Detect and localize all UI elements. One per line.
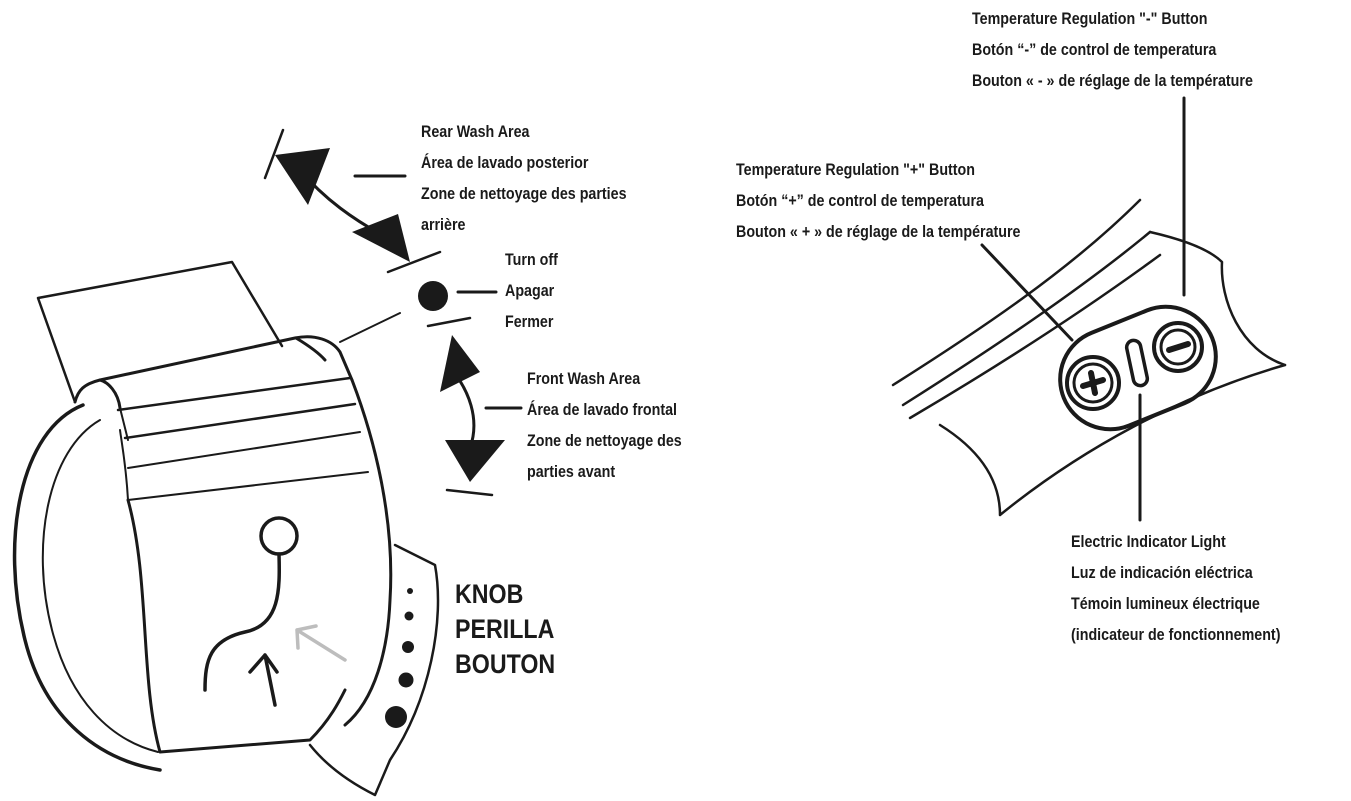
indicator-light-icon (1124, 338, 1150, 388)
back-strip (36, 260, 284, 404)
faded-direction-arrow-icon (295, 624, 347, 662)
front-wash-label: Front Wash Area Área de lavado frontal Z… (527, 369, 682, 481)
direction-arrow-icon (248, 653, 279, 707)
indicator-label: Electric Indicator Light Luz de indicaci… (1071, 532, 1281, 644)
dial-dot (385, 706, 407, 728)
rear-arrow-icon (275, 148, 330, 205)
temp-minus-label: Temperature Regulation "-" Button Botón … (972, 9, 1253, 90)
panel-top-edge (901, 230, 1152, 407)
knob-band-mid (127, 431, 369, 501)
knob-right-edge (343, 378, 393, 727)
rear-wash-label: Rear Wash Area Área de lavado posterior … (421, 122, 627, 234)
cylinder-rim-inner (41, 419, 159, 753)
plus-icon (1080, 370, 1106, 396)
knob-top-edge (98, 336, 327, 410)
dial-dot (402, 641, 414, 653)
front-arrow-icon (445, 440, 505, 482)
rear-limit-bottom (386, 250, 442, 274)
plus-button-inner (1072, 362, 1114, 404)
control-panel-illustration (891, 96, 1287, 522)
knob-circle-icon (259, 516, 299, 556)
turn-off-label: Turn off Apagar Fermer (505, 250, 558, 331)
knob-facets (119, 407, 129, 501)
dial-plate (308, 543, 440, 797)
plus-leader (980, 243, 1074, 342)
front-limit-top (426, 316, 472, 328)
knob-band-top (116, 376, 357, 440)
knob-label: KNOB PERILLA BOUTON (455, 579, 556, 679)
rear-limit-top (263, 128, 285, 180)
cylinder-rim (12, 403, 162, 772)
dial-dot (398, 672, 414, 688)
panel-top-edge (908, 253, 1162, 420)
panel-top-edge (891, 198, 1142, 387)
off-dot-icon (418, 281, 448, 311)
panel-right-edge (1148, 230, 1287, 367)
front-arrow-icon (440, 335, 480, 392)
minus-button-inner (1159, 328, 1197, 366)
wash-indicators (263, 128, 523, 497)
panel-front-face (938, 363, 1287, 517)
plus-button (1065, 355, 1121, 411)
front-limit-bottom (445, 488, 494, 497)
dial-dot (407, 588, 413, 594)
knob-s-curve (203, 552, 281, 692)
minus-button (1152, 321, 1204, 373)
temp-plus-label: Temperature Regulation "+" Button Botón … (736, 160, 1021, 241)
knob-illustration (12, 260, 440, 797)
button-housing (1058, 304, 1218, 432)
rear-arrow-icon (352, 214, 410, 262)
knob-face (126, 498, 347, 754)
off-pointer-line (339, 312, 401, 343)
dial-dot (404, 611, 414, 621)
minus-icon (1166, 341, 1191, 353)
